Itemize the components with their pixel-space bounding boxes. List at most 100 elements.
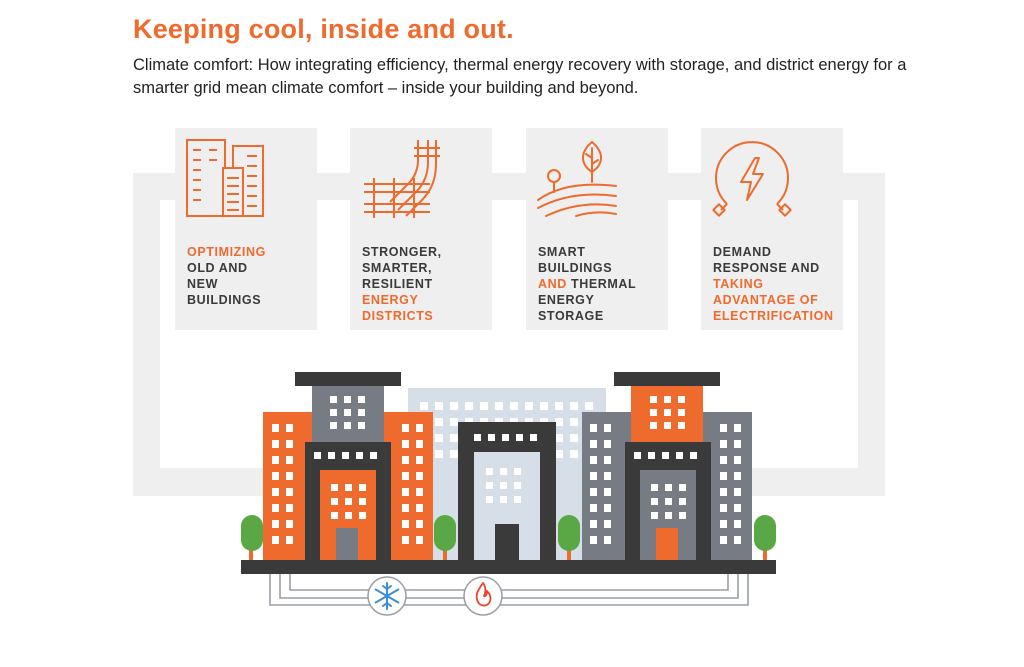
window xyxy=(480,402,488,410)
window xyxy=(604,440,611,448)
window xyxy=(450,402,458,410)
card-label-line: RESILIENT xyxy=(362,277,433,291)
card-label-line: ENERGY xyxy=(538,293,595,307)
card-label-line: ENERGY xyxy=(362,293,419,307)
tree xyxy=(754,515,776,560)
page-subtitle: Climate comfort: How integrating efficie… xyxy=(133,56,907,97)
window xyxy=(679,498,686,505)
window xyxy=(330,409,337,416)
card-label-rest: THERMAL xyxy=(566,277,637,291)
window xyxy=(590,440,597,448)
window xyxy=(570,402,578,410)
window xyxy=(720,424,727,432)
tree xyxy=(558,515,580,560)
window xyxy=(516,434,523,441)
window xyxy=(450,434,458,442)
window xyxy=(590,536,597,544)
utility-pipes xyxy=(269,574,749,606)
window xyxy=(720,472,727,480)
card-label-line: BUILDINGS xyxy=(538,261,613,275)
window xyxy=(465,402,473,410)
window xyxy=(651,498,658,505)
window xyxy=(331,512,338,519)
window xyxy=(664,396,671,403)
window xyxy=(345,498,352,505)
card-label-line: STORAGE xyxy=(538,309,604,323)
electric-plug-icon xyxy=(712,141,792,217)
card-label-line: OPTIMIZING xyxy=(187,245,266,259)
window xyxy=(510,402,518,410)
ground-platform xyxy=(241,560,776,574)
window xyxy=(734,424,741,432)
window xyxy=(416,424,423,432)
window xyxy=(402,520,409,528)
window xyxy=(500,468,507,475)
window xyxy=(651,484,658,491)
window xyxy=(664,409,671,416)
window xyxy=(402,536,409,544)
window xyxy=(590,488,597,496)
window xyxy=(720,456,727,464)
window xyxy=(590,520,597,528)
window xyxy=(555,434,563,442)
window xyxy=(525,402,533,410)
window xyxy=(604,520,611,528)
card-label-line: DISTRICTS xyxy=(362,309,434,323)
window xyxy=(604,456,611,464)
card-label: DEMAND RESPONSE AND TAKING ADVANTAGE OF … xyxy=(713,244,838,324)
window xyxy=(402,424,409,432)
window xyxy=(734,440,741,448)
window xyxy=(416,440,423,448)
card-label-line: NEW xyxy=(187,277,218,291)
window xyxy=(570,418,578,426)
window xyxy=(286,424,293,432)
window xyxy=(416,520,423,528)
window xyxy=(344,422,351,429)
window xyxy=(734,488,741,496)
window xyxy=(359,512,366,519)
window xyxy=(502,434,509,441)
window xyxy=(690,452,697,459)
window xyxy=(734,456,741,464)
window xyxy=(720,536,727,544)
building-center-dark xyxy=(458,422,556,560)
window xyxy=(331,484,338,491)
window xyxy=(734,472,741,480)
window xyxy=(604,488,611,496)
window xyxy=(678,409,685,416)
window xyxy=(720,488,727,496)
window xyxy=(402,488,409,496)
window xyxy=(272,536,279,544)
window xyxy=(272,456,279,464)
window xyxy=(555,402,563,410)
window xyxy=(474,434,481,441)
window xyxy=(286,488,293,496)
window xyxy=(435,418,443,426)
window xyxy=(604,504,611,512)
window xyxy=(344,396,351,403)
window xyxy=(734,520,741,528)
card-label-line: ADVANTAGE OF xyxy=(713,293,819,307)
window xyxy=(651,512,658,519)
window xyxy=(648,452,655,459)
window xyxy=(314,452,321,459)
window xyxy=(650,396,657,403)
window xyxy=(514,482,521,489)
window xyxy=(604,424,611,432)
window xyxy=(676,452,683,459)
window xyxy=(555,450,563,458)
card-label-line: AND THERMAL xyxy=(538,276,663,292)
card-label: STRONGER, SMARTER, RESILIENT ENERGY DIST… xyxy=(362,244,487,324)
window xyxy=(514,468,521,475)
window xyxy=(416,536,423,544)
window xyxy=(486,496,493,503)
card-label-line: STRONGER, xyxy=(362,245,442,259)
window xyxy=(720,504,727,512)
window xyxy=(356,452,363,459)
flame-icon xyxy=(463,576,503,616)
window xyxy=(679,512,686,519)
window xyxy=(358,422,365,429)
tree xyxy=(241,515,263,560)
window xyxy=(500,496,507,503)
window xyxy=(402,456,409,464)
